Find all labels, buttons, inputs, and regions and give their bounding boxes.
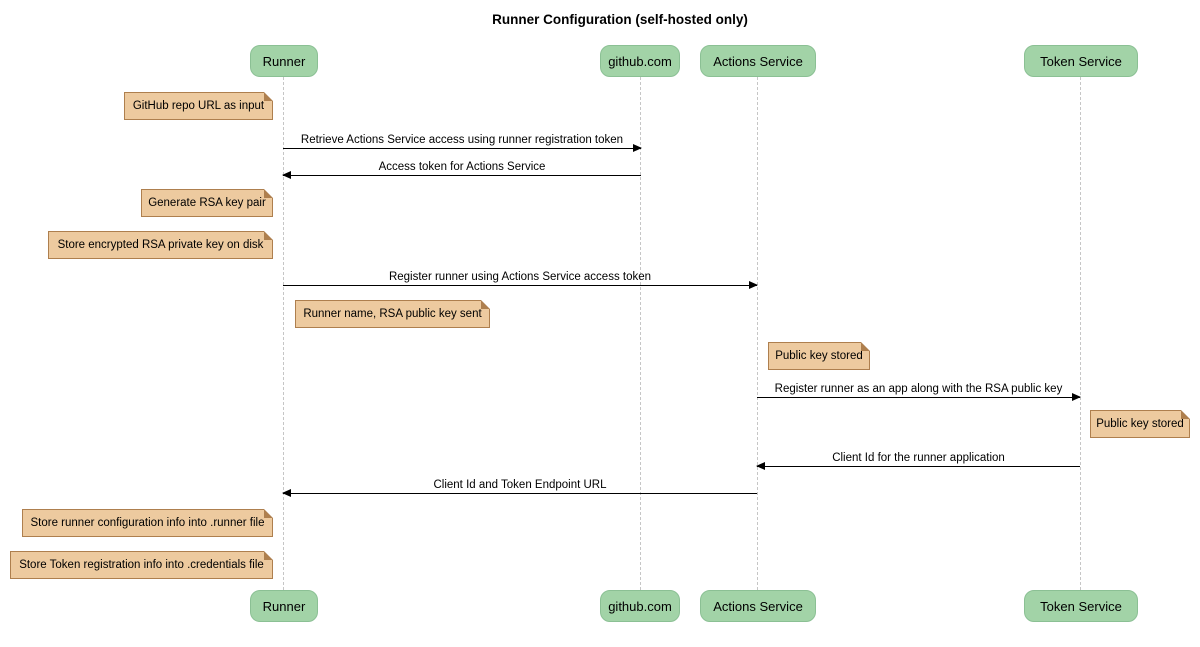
participant-token-service-top: Token Service — [1024, 45, 1138, 77]
lifeline-github — [640, 77, 641, 590]
note-fold — [264, 189, 273, 198]
note-text: Public key stored — [1096, 418, 1184, 430]
note-fold — [481, 300, 490, 309]
note-fold — [264, 231, 273, 240]
note-public-key-stored-actions: Public key stored — [768, 342, 870, 370]
arrowhead-left-icon — [756, 462, 765, 470]
note-public-key-stored-token: Public key stored — [1090, 410, 1190, 438]
message-label: Retrieve Actions Service access using ru… — [300, 134, 624, 146]
arrowhead-right-icon — [1072, 393, 1081, 401]
lifeline-token-service — [1080, 77, 1081, 590]
message-access-token: Access token for Actions Service — [282, 158, 641, 179]
participant-actions-service-top: Actions Service — [700, 45, 816, 77]
lifeline-actions-service — [757, 77, 758, 590]
note-fold — [1181, 410, 1190, 419]
participant-github-bottom: github.com — [600, 590, 680, 622]
participant-token-service-bottom: Token Service — [1024, 590, 1138, 622]
note-text: Generate RSA key pair — [148, 197, 266, 209]
note-fold — [264, 92, 273, 101]
participant-github-top: github.com — [600, 45, 680, 77]
note-github-repo-url: GitHub repo URL as input — [124, 92, 273, 120]
diagram-title: Runner Configuration (self-hosted only) — [492, 12, 748, 27]
note-store-private-key: Store encrypted RSA private key on disk — [48, 231, 273, 259]
arrowhead-right-icon — [633, 144, 642, 152]
lifeline-runner — [283, 77, 284, 590]
note-text: GitHub repo URL as input — [132, 100, 265, 112]
note-runner-name-sent: Runner name, RSA public key sent — [295, 300, 490, 328]
note-text: Store encrypted RSA private key on disk — [57, 239, 264, 251]
message-label: Register runner using Actions Service ac… — [388, 271, 652, 283]
message-register-runner-app: Register runner as an app along with the… — [757, 380, 1081, 401]
participant-runner-top: Runner — [250, 45, 318, 77]
arrowhead-right-icon — [749, 281, 758, 289]
message-client-id-endpoint: Client Id and Token Endpoint URL — [282, 476, 757, 497]
note-text: Runner name, RSA public key sent — [303, 308, 482, 320]
note-text: Store Token registration info into .cred… — [19, 559, 264, 571]
note-generate-rsa: Generate RSA key pair — [141, 189, 273, 217]
note-fold — [264, 509, 273, 518]
participant-actions-service-bottom: Actions Service — [700, 590, 816, 622]
participant-runner-bottom: Runner — [250, 590, 318, 622]
message-client-id: Client Id for the runner application — [756, 449, 1080, 470]
message-label: Register runner as an app along with the… — [774, 383, 1063, 395]
message-label: Access token for Actions Service — [378, 161, 546, 173]
arrowhead-left-icon — [282, 171, 291, 179]
note-store-runner-file: Store runner configuration info into .ru… — [22, 509, 273, 537]
note-text: Store runner configuration info into .ru… — [30, 517, 265, 529]
message-label: Client Id and Token Endpoint URL — [433, 479, 607, 491]
note-text: Public key stored — [775, 350, 863, 362]
message-register-runner: Register runner using Actions Service ac… — [283, 268, 758, 289]
note-fold — [264, 551, 273, 560]
note-store-credentials-file: Store Token registration info into .cred… — [10, 551, 273, 579]
message-retrieve-actions-access: Retrieve Actions Service access using ru… — [283, 131, 642, 152]
message-label: Client Id for the runner application — [832, 452, 1005, 464]
arrowhead-left-icon — [282, 489, 291, 497]
note-fold — [861, 342, 870, 351]
